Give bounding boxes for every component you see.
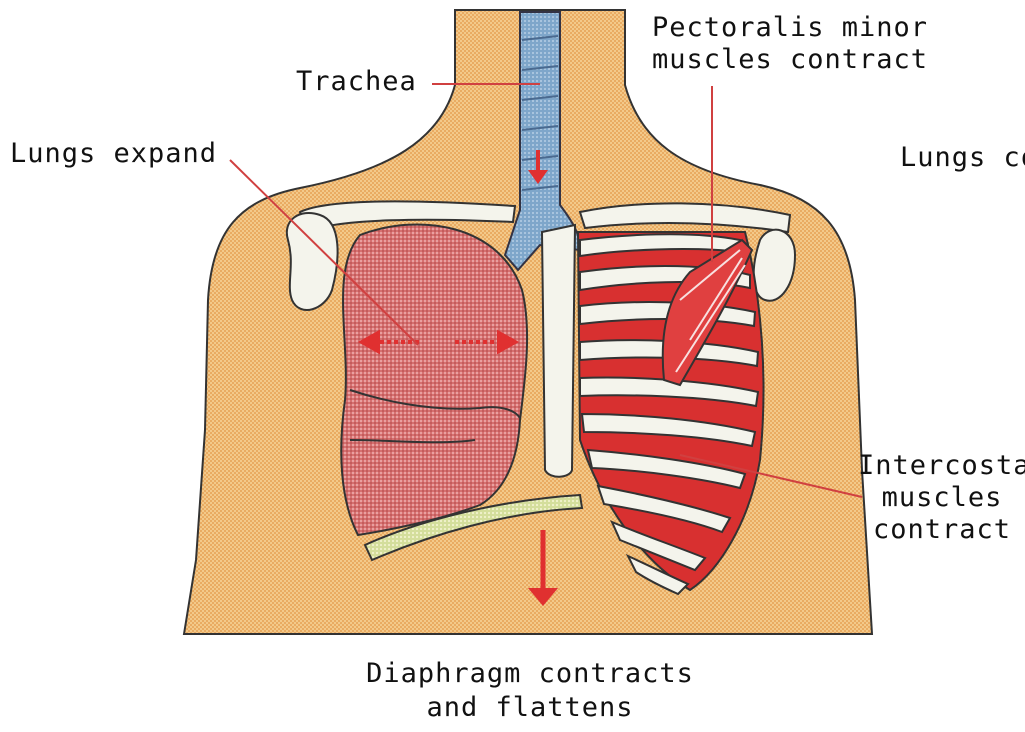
intercostal-label-line3: contract [862,514,1022,546]
intercostal-label-line2: muscles [862,482,1022,514]
trachea-label: Trachea [296,66,417,98]
pectoralis-label-line2: muscles contract [640,44,940,76]
diaphragm-label-line1: Diaphragm contracts [330,658,730,690]
intercostal-label-line1: Intercostal [858,450,1025,482]
lungs-expand-label: Lungs expand [10,138,217,170]
lung-expanded [341,224,527,535]
sternum [542,225,575,477]
pectoralis-label-line1: Pectoralis minor [640,12,940,44]
diaphragm-label-line2: and flattens [330,692,730,724]
left-shoulder-joint [287,213,338,310]
lungs-contract-label: Lungs co [900,142,1025,174]
